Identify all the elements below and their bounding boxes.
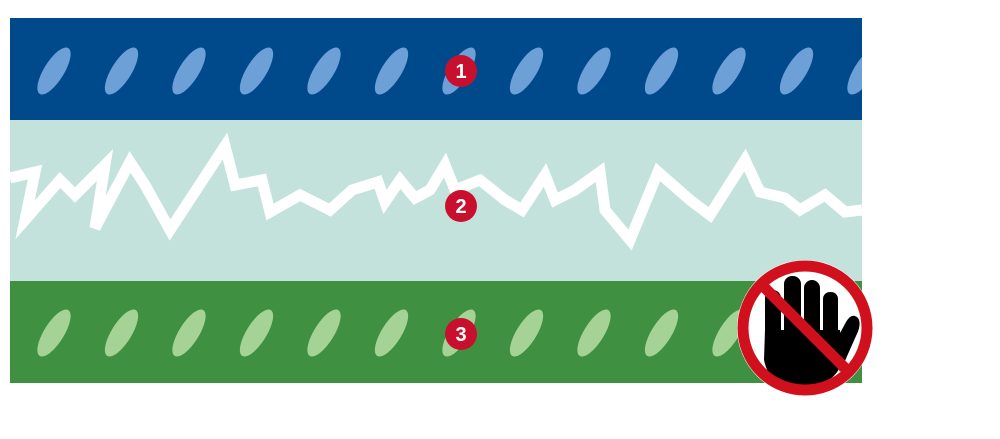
layer-2-badge-number: 2 [455, 196, 466, 218]
no-touch-hand-icon [737, 260, 873, 396]
layer-1-oval [172, 47, 206, 95]
layer-2-badge: 2 [445, 190, 477, 222]
layer-1-badge-number: 1 [455, 61, 466, 83]
layer-3-oval [104, 309, 139, 357]
layer-1-oval [307, 47, 341, 95]
layer-3-oval [577, 309, 611, 357]
layer-2 [8, 120, 863, 281]
layer-1-oval [644, 47, 679, 95]
layer-1-oval [577, 47, 611, 95]
layer-1-oval [509, 47, 544, 95]
layer-1-oval [239, 47, 274, 95]
layer-3-oval [909, 305, 955, 361]
layer-2-band [10, 120, 862, 281]
layer-3-oval [37, 309, 71, 357]
layer-1-oval [37, 47, 71, 95]
layer-3-oval [374, 309, 409, 357]
layer-1 [10, 18, 955, 120]
layer-3-oval [307, 309, 341, 357]
layer-3-oval [712, 309, 746, 357]
layer-1-oval [374, 47, 409, 95]
layer-3-badge-number: 3 [455, 324, 466, 346]
layer-2-zigzag-crack [8, 132, 863, 251]
layer-3-oval [239, 309, 274, 357]
layer-1-badge: 1 [445, 55, 477, 87]
layer-3-oval [172, 309, 206, 357]
layer-3-badge: 3 [445, 318, 477, 350]
layer-3-oval [644, 309, 679, 357]
layer-1-oval [779, 47, 814, 95]
layer-3 [10, 281, 955, 383]
layer-1-oval [104, 47, 139, 95]
layer-1-oval-pattern [37, 43, 955, 99]
layer-1-oval [712, 47, 746, 95]
layer-1-oval [909, 43, 955, 99]
layer-3-oval [509, 309, 544, 357]
layer-1-oval [847, 47, 862, 95]
